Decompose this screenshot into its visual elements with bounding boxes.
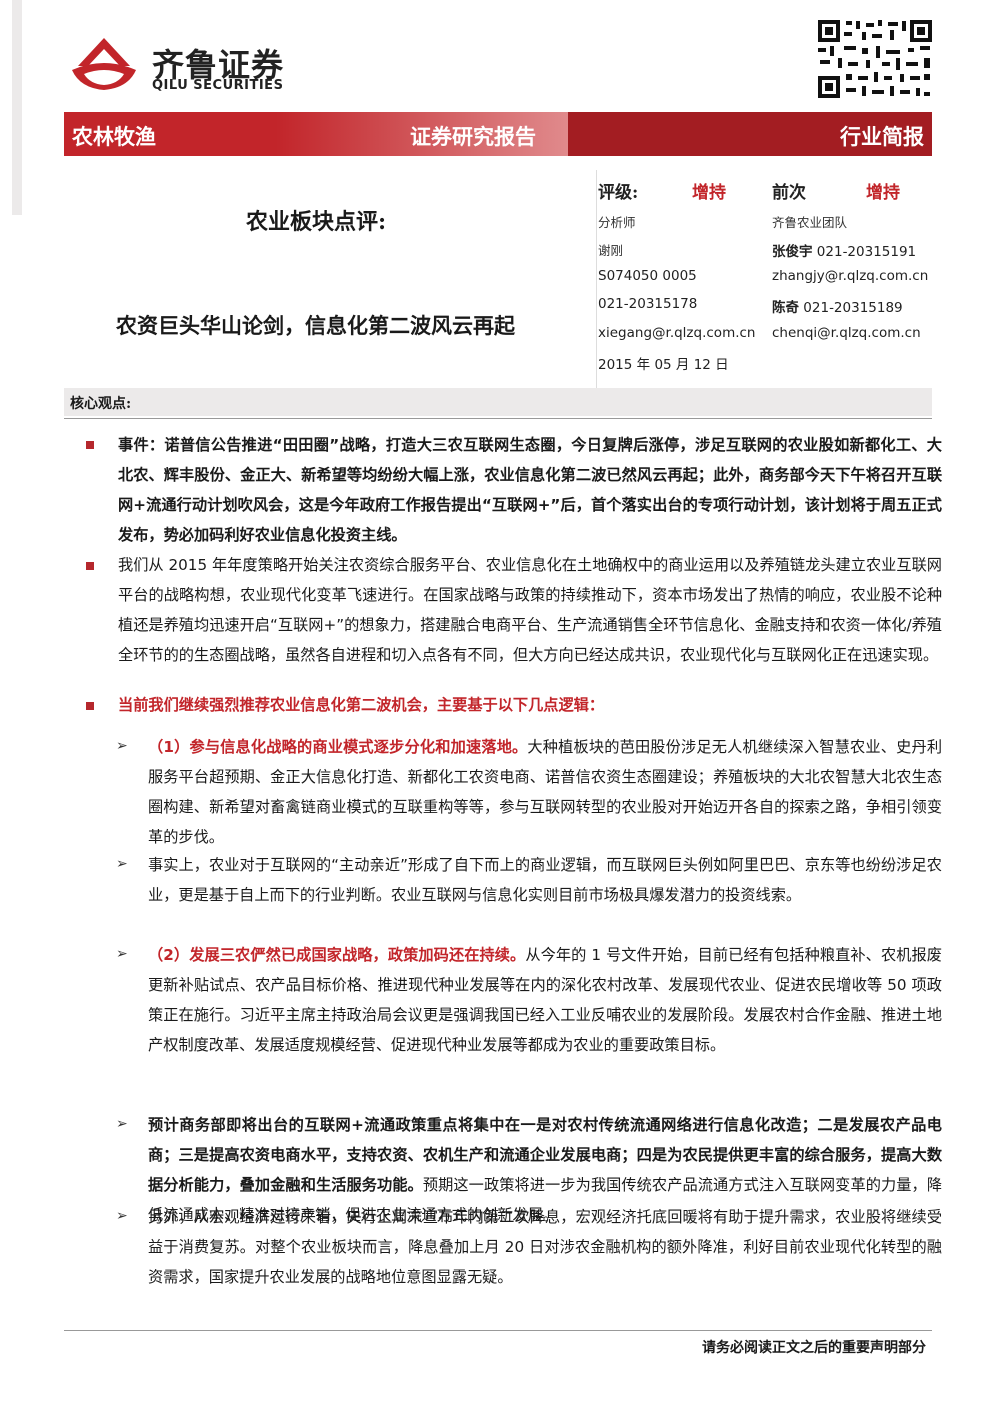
core-view-label: 核心观点: [70,396,132,412]
member-1-name: 张俊宇 [772,244,813,260]
member-1-email[interactable]: zhangjy@r.qlzq.com.cn [772,268,929,284]
arrow-bullet-icon: ➢ [116,946,128,962]
logic-point-4: 预计商务部即将出台的互联网+流通政策重点将集中在一是对农村传统流通网络进行信息化… [148,1110,942,1230]
logic-point-1-heading: （1）参与信息化战略的商业模式逐步分化和加速落地。 [148,738,528,756]
logic-point-3-heading: （2）发展三农俨然已成国家战略，政策加码还在持续。 [148,946,526,964]
analyst-cert: S074050 0005 [598,268,697,284]
logic-point-3-text: 从今年的 1 号文件开始，目前已经有包括种粮直补、农机报废更新补贴试点、农产品目… [148,946,942,1054]
member-1-phone: 021-20315191 [816,244,917,260]
logic-point-3: （2）发展三农俨然已成国家战略，政策加码还在持续。从今年的 1 号文件开始，目前… [148,940,942,1060]
logic-point-1-text: 大种植板块的芭田股份涉足无人机继续深入智慧农业、史丹利服务平台超预期、金正大信息… [148,738,943,846]
logo-name-en: QILU SECURITIES [152,78,284,93]
page-edge-stripe [12,0,22,215]
strategy-paragraph: 我们从 2015 年年度策略开始关注农资综合服务平台、农业信息化在土地确权中的商… [118,556,942,664]
logic-point-4-bold: 预计商务部即将出台的互联网+流通政策重点将集中在一是对农村传统流通网络进行信息化… [148,1116,942,1194]
member-2-name: 陈奇 [772,300,799,316]
member-2-email[interactable]: chenqi@r.qlzq.com.cn [772,325,921,341]
report-kind-label: 行业简报 [840,124,924,149]
report-header-band: 农林牧渔 证券研究报告 行业简报 [64,112,932,156]
bullet-square-icon [86,562,94,570]
report-type-label: 证券研究报告 [410,124,536,149]
analyst-role: 分析师 [598,215,636,230]
qr-code-icon [816,18,934,100]
prev-rating-label: 前次 [772,183,806,203]
core-view-divider [64,418,932,419]
bullet-square-icon [86,702,94,710]
report-title: 农业板块点评: [246,209,387,235]
analyst-email[interactable]: xiegang@r.qlzq.com.cn [598,325,756,341]
team-member-1: 张俊宇 021-20315191 [772,240,916,260]
logic-point-5: 另外，从宏观经济运行来看，央行上周末宣布年内第二次降息，宏观经济托底回暖将有助于… [148,1208,942,1286]
arrow-bullet-icon: ➢ [116,738,128,754]
disclaimer-notice: 请务必阅读正文之后的重要声明部分 [702,1340,926,1356]
report-date: 2015 年 05 月 12 日 [598,357,729,373]
prev-rating-value: 增持 [866,183,900,203]
member-2-phone: 021-20315189 [803,300,903,316]
sector-label: 农林牧渔 [72,124,156,149]
analyst-name: 谢刚 [598,243,624,258]
panel-divider [596,170,597,390]
qilu-logo-icon [72,38,136,90]
report-subtitle: 农资巨头华山论剑，信息化第二波风云再起 [116,313,515,338]
logic-point-4-text: 预期这一政策将进一步为我国传统农产品流通方式注入互联网变革的力量，降低流通成本、… [148,1176,943,1224]
arrow-bullet-icon: ➢ [116,856,128,872]
footer-divider [64,1330,932,1331]
logo-name-cn: 齐鲁证券 [152,46,285,84]
rating-label: 评级: [598,183,639,203]
bullet-square-icon [86,441,94,449]
logic-point-1: （1）参与信息化战略的商业模式逐步分化和加速落地。大种植板块的芭田股份涉足无人机… [148,732,942,852]
team-name: 齐鲁农业团队 [772,215,848,230]
arrow-bullet-icon: ➢ [116,1208,128,1224]
rating-value: 增持 [692,183,726,203]
arrow-bullet-icon: ➢ [116,1116,128,1132]
analyst-phone: 021-20315178 [598,296,698,312]
recommendation-heading: 当前我们继续强烈推荐农业信息化第二波机会，主要基于以下几点逻辑： [118,696,604,714]
core-view-bar [64,388,932,416]
logic-point-2: 事实上，农业对于互联网的“主动亲近”形成了自下而上的商业逻辑，而互联网巨头例如阿… [148,856,942,904]
team-member-2: 陈奇 021-20315189 [772,296,903,316]
event-paragraph: 事件：诺普信公告推进“田田圈”战略，打造大三农互联网生态圈，今日复牌后涨停，涉足… [118,436,942,544]
